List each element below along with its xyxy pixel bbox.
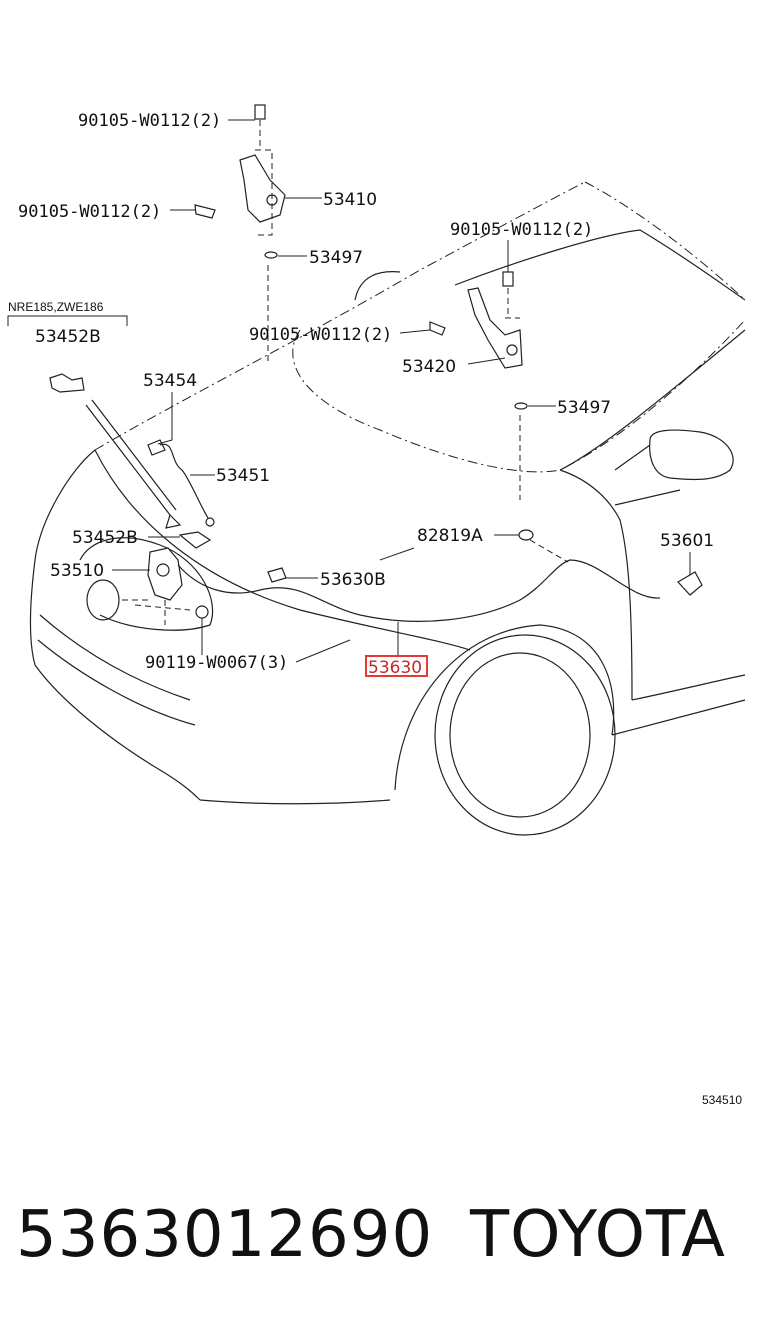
label-washer-lh: 53497 bbox=[309, 248, 363, 268]
hood-hinge-rh bbox=[429, 271, 528, 500]
label-washer-rh: 53497 bbox=[557, 398, 611, 418]
label-bracket: 53452B bbox=[72, 528, 138, 548]
hood-lock-assembly bbox=[122, 531, 212, 625]
label-hinge-lh: 53410 bbox=[323, 190, 377, 210]
label-support-rod: 53451 bbox=[216, 466, 270, 486]
bracket-variant-53452b bbox=[49, 373, 182, 529]
label-clamp: 53630B bbox=[320, 570, 386, 590]
label-bolt-right-top: 90105-W0112(2) bbox=[450, 220, 593, 240]
leader-lines bbox=[112, 119, 691, 663]
label-cable-highlighted: 53630 bbox=[368, 658, 422, 678]
hood-support-rod bbox=[147, 439, 215, 527]
label-bolt-top: 90105-W0112(2) bbox=[78, 111, 221, 131]
label-bolt-lower: 90119-W0067(3) bbox=[145, 653, 288, 673]
label-lock: 53510 bbox=[50, 561, 104, 581]
highlight-box bbox=[365, 655, 428, 677]
label-bolt-center: 90105-W0112(2) bbox=[249, 325, 392, 345]
label-bolt-left: 90105-W0112(2) bbox=[18, 202, 161, 222]
label-grommet: 82819A bbox=[417, 526, 483, 546]
label-variant-note: NRE185,ZWE186 bbox=[8, 300, 104, 314]
hood-hinge-lh bbox=[194, 104, 286, 365]
label-bracket-variant: 53452B bbox=[35, 327, 101, 347]
release-cable bbox=[177, 529, 703, 622]
brand-name: TOYOTA bbox=[469, 1198, 726, 1272]
label-hinge-rh: 53420 bbox=[402, 357, 456, 377]
part-number: 5363012690 bbox=[16, 1198, 433, 1272]
label-lever: 53601 bbox=[660, 531, 714, 551]
diagram-code: 534510 bbox=[702, 1093, 742, 1107]
label-rod-holder: 53454 bbox=[143, 371, 197, 391]
car-body-outline bbox=[29, 181, 746, 836]
variant-bracket bbox=[7, 315, 128, 326]
